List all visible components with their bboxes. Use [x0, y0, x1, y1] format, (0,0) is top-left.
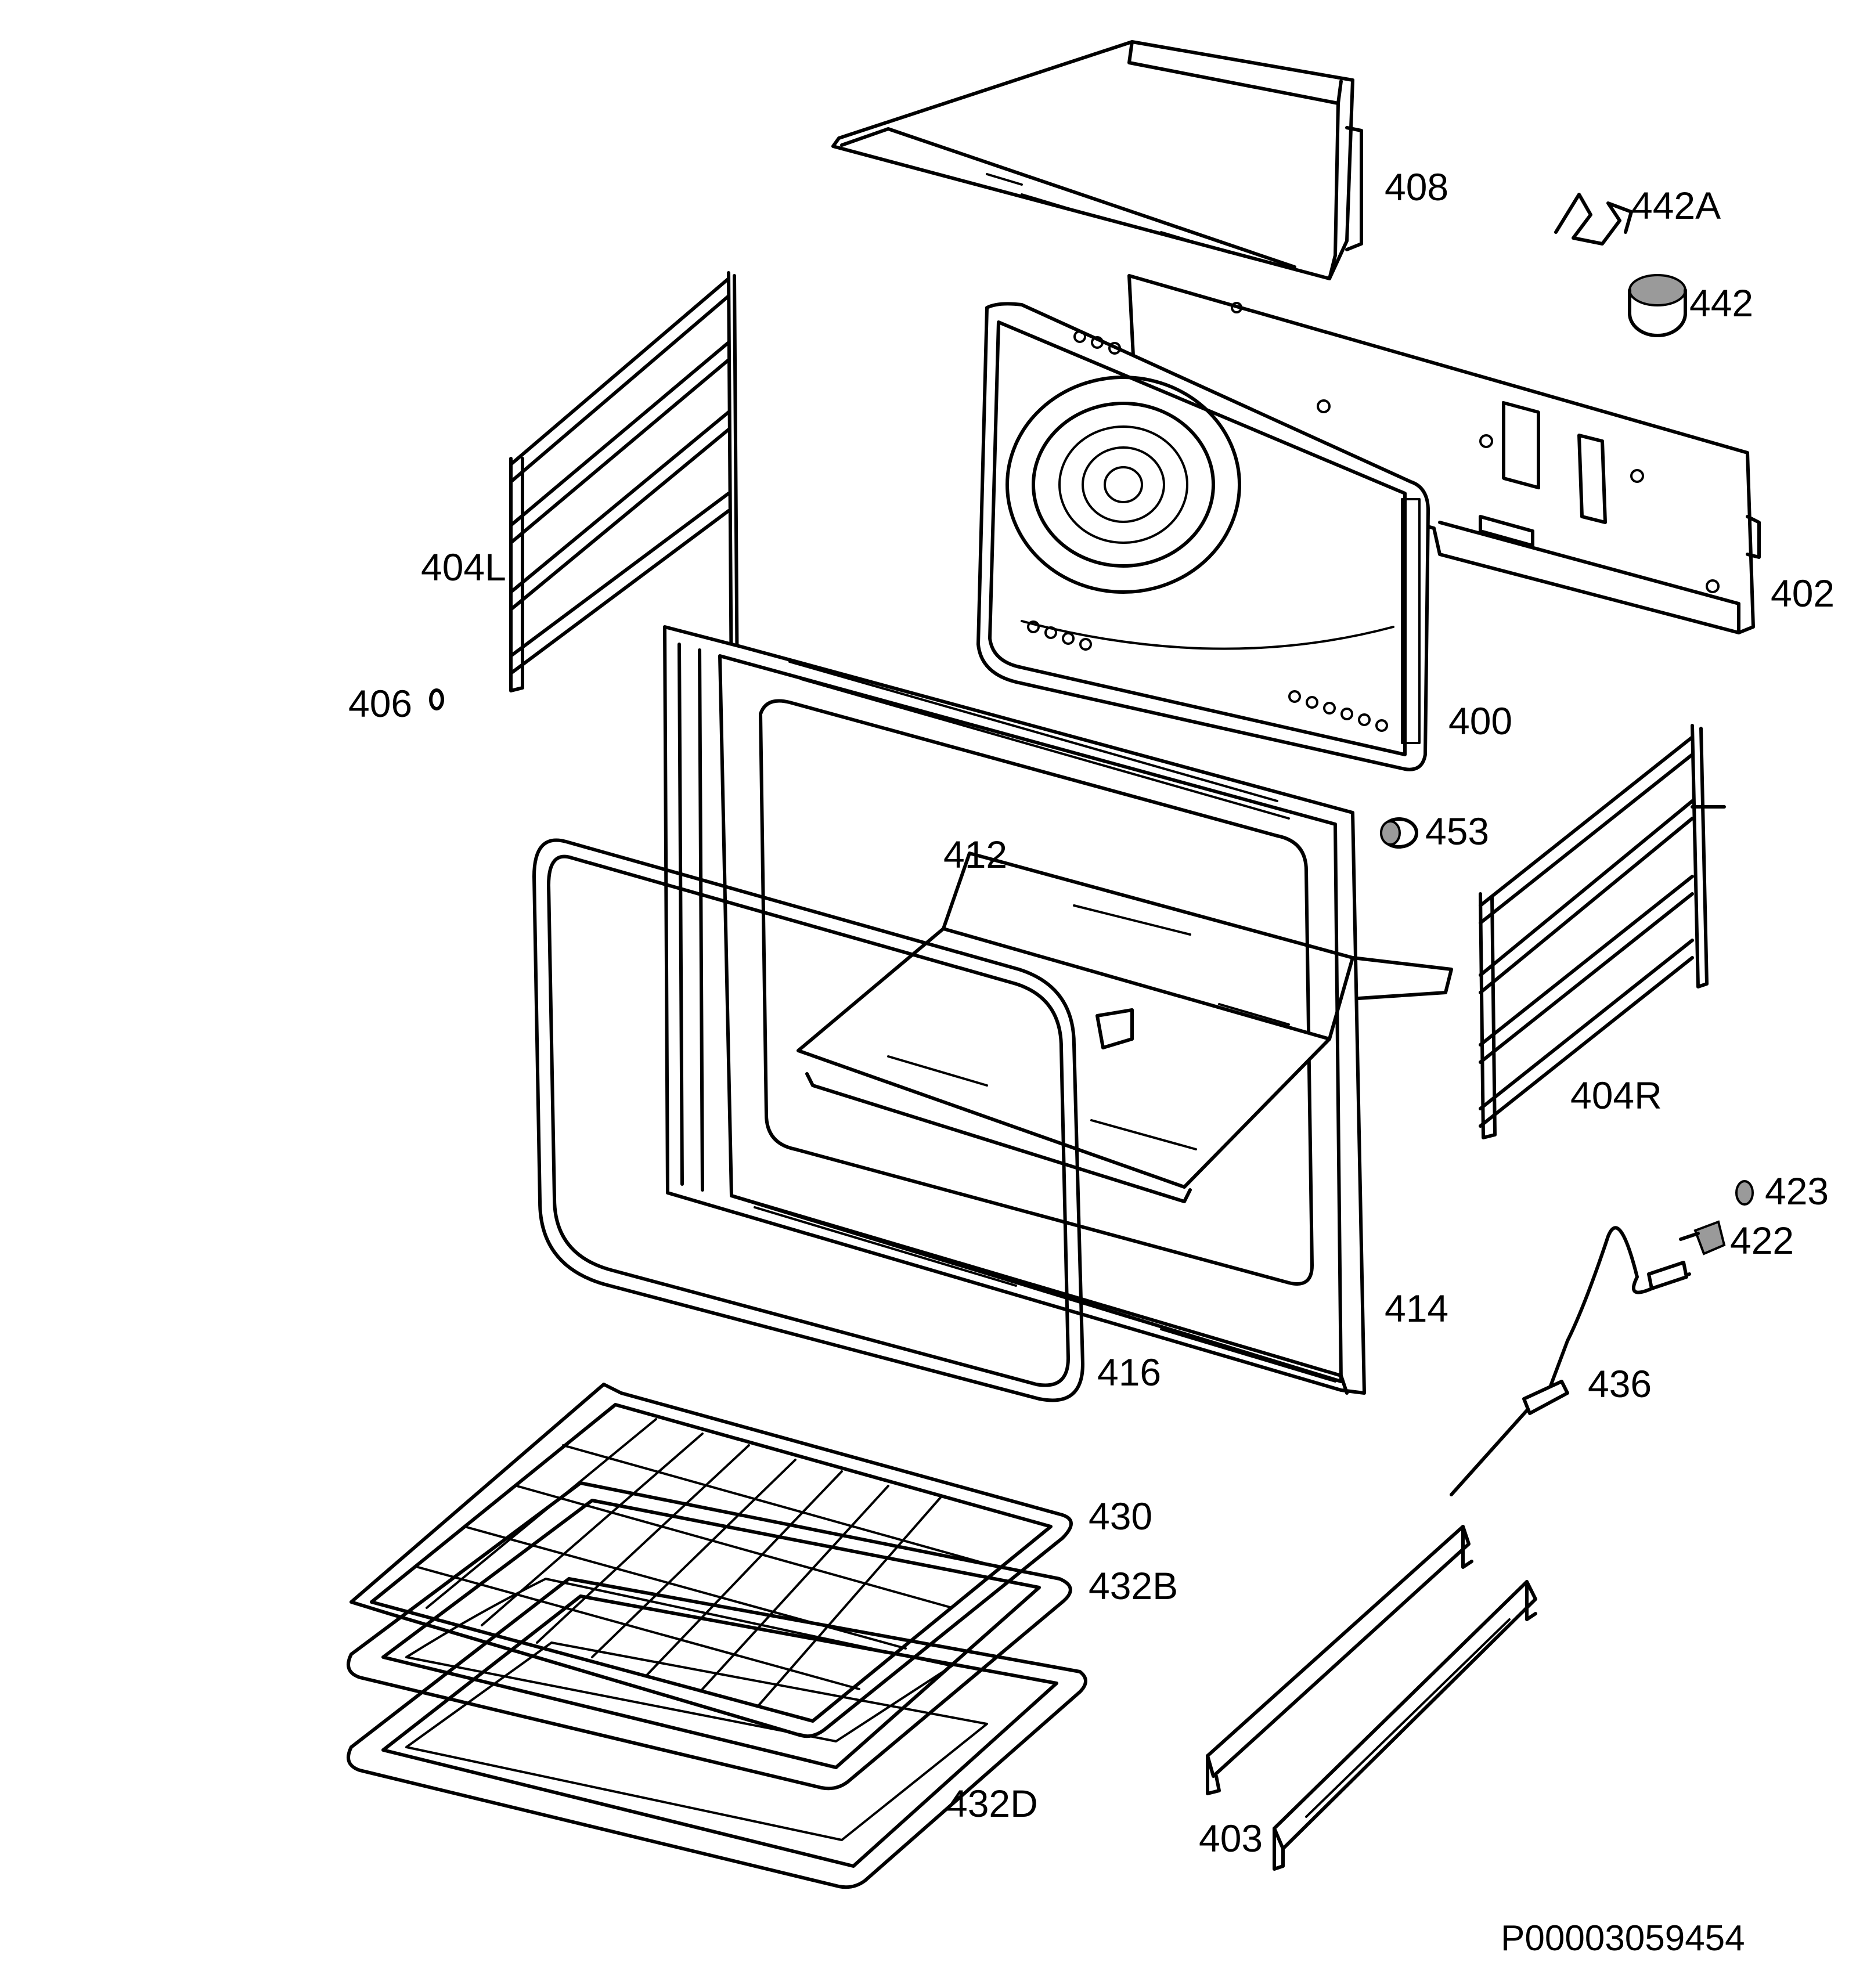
label-432D: 432D — [946, 1782, 1038, 1825]
drawing-code: P00003059454 — [1501, 1918, 1745, 1958]
label-406: 406 — [348, 682, 412, 725]
part-432D-tray — [347, 1577, 1087, 1889]
label-414: 414 — [1385, 1287, 1448, 1330]
label-442A: 442A — [1631, 184, 1721, 227]
part-416-door-seal — [532, 838, 1084, 1402]
part-432B-tray — [347, 1481, 1072, 1791]
part-412-tray — [797, 852, 1453, 1203]
part-442-filter — [1628, 274, 1687, 337]
part-408-top-plate — [831, 40, 1363, 280]
label-416: 416 — [1097, 1351, 1161, 1394]
label-400: 400 — [1448, 699, 1512, 742]
part-406-clip — [429, 688, 444, 710]
label-432B: 432B — [1089, 1564, 1178, 1607]
label-453: 453 — [1425, 810, 1489, 853]
label-442: 442 — [1689, 282, 1753, 324]
label-430: 430 — [1089, 1495, 1152, 1538]
part-400-fan-cover — [976, 302, 1430, 771]
part-404R-right-rail — [1479, 724, 1726, 1139]
part-453-lamp — [1380, 817, 1418, 849]
part-436-probe — [1450, 1226, 1691, 1496]
label-412: 412 — [943, 833, 1007, 876]
part-403-runners — [1206, 1525, 1537, 1871]
label-404L: 404L — [421, 546, 506, 589]
part-423-connector — [1735, 1180, 1754, 1206]
label-436: 436 — [1588, 1362, 1652, 1405]
label-422: 422 — [1730, 1219, 1794, 1262]
label-408: 408 — [1385, 165, 1448, 208]
label-402: 402 — [1771, 572, 1835, 615]
label-403: 403 — [1199, 1817, 1263, 1860]
label-404R: 404R — [1570, 1074, 1662, 1117]
part-442A-clip — [1554, 193, 1633, 246]
part-422-socket — [1679, 1220, 1726, 1255]
part-404L-left-rail — [509, 271, 739, 698]
label-423: 423 — [1765, 1170, 1829, 1213]
